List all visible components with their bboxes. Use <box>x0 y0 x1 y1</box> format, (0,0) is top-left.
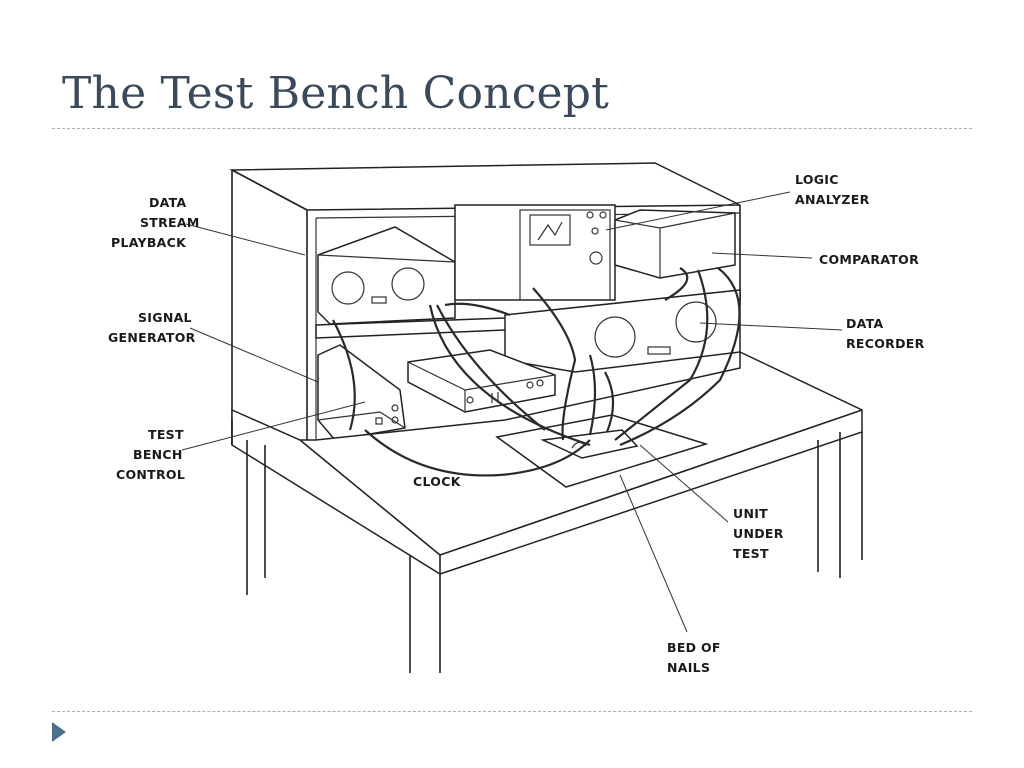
label-text: SIGNAL <box>138 310 192 325</box>
label-text: TEST <box>733 546 769 561</box>
leader-lines <box>181 191 843 633</box>
label-text: UNIT <box>733 506 768 521</box>
label-text: STREAM <box>140 215 200 230</box>
label-text: GENERATOR <box>108 330 196 345</box>
label-text: CLOCK <box>413 474 462 489</box>
label-test-bench-control: TEST BENCH CONTROL <box>116 427 185 482</box>
label-text: LOGIC <box>795 172 839 187</box>
label-unit-under-test: UNIT UNDER TEST <box>733 506 784 561</box>
label-text: PLAYBACK <box>111 235 187 250</box>
logic-analyzer-device <box>454 204 616 301</box>
label-signal-generator: SIGNAL GENERATOR <box>108 310 196 345</box>
slide-title: The Test Bench Concept <box>62 68 610 119</box>
label-logic-analyzer: LOGIC ANALYZER <box>795 172 870 207</box>
label-text: RECORDER <box>846 336 925 351</box>
label-clock: CLOCK <box>413 474 462 489</box>
label-text: TEST <box>148 427 184 442</box>
label-text: BENCH <box>133 447 183 462</box>
clock-device <box>407 349 556 413</box>
comparator-device <box>614 209 736 279</box>
label-text: CONTROL <box>116 467 185 482</box>
label-text: BED OF <box>667 640 721 655</box>
data-stream-playback-device <box>317 226 456 325</box>
label-data-recorder: DATA RECORDER <box>846 316 925 351</box>
footer-divider <box>52 711 972 712</box>
label-text: UNDER <box>733 526 784 541</box>
signal-generator-device <box>317 344 406 441</box>
title-divider <box>52 128 972 129</box>
label-text: ANALYZER <box>795 192 870 207</box>
data-recorder-device <box>504 289 741 373</box>
label-data-stream-playback: DATA STREAM PLAYBACK <box>111 195 200 250</box>
label-comparator: COMPARATOR <box>819 252 919 267</box>
label-text: NAILS <box>667 660 710 675</box>
label-text: COMPARATOR <box>819 252 919 267</box>
label-text: DATA <box>149 195 187 210</box>
cables <box>332 267 741 477</box>
label-text: DATA <box>846 316 884 331</box>
label-bed-of-nails: BED OF NAILS <box>667 640 721 675</box>
triangle-bullet-icon <box>52 722 66 742</box>
